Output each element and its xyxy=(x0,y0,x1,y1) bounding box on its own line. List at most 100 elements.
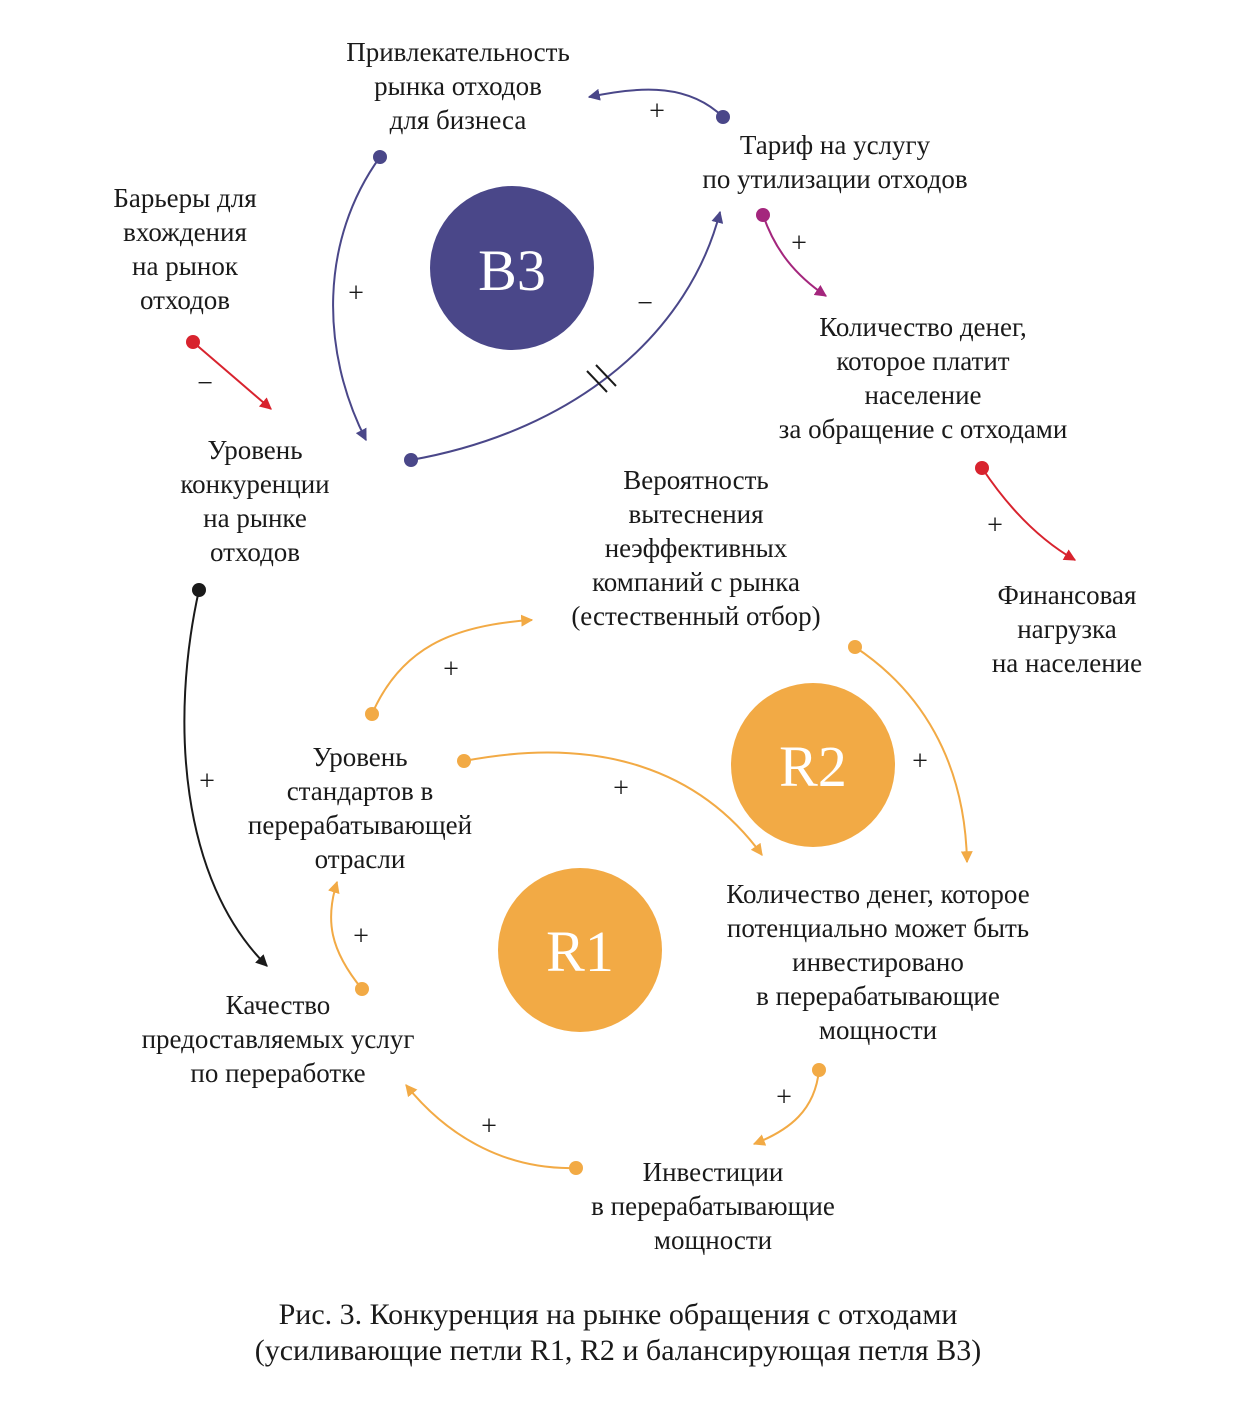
node-line: вытеснения xyxy=(628,499,764,529)
link-origin-dot xyxy=(569,1161,583,1175)
link-potential-to-investments xyxy=(752,1069,820,1146)
link-standards-to-displacement xyxy=(371,614,534,715)
node-line: перерабатывающей xyxy=(247,810,473,840)
link-tariff-to-attractiveness xyxy=(587,88,724,118)
node-line: Привлекательность xyxy=(346,37,570,67)
node-competition: Уровень конкуренции на рынке отходов xyxy=(140,433,370,569)
node-money-paid: Количество денег, которое платит населен… xyxy=(743,310,1103,446)
polarity-sign: + xyxy=(348,278,364,309)
node-line: Финансовая xyxy=(997,580,1137,610)
delay-mark xyxy=(586,370,608,393)
node-line: Барьеры для xyxy=(113,183,257,213)
link-tariff-to-money-paid xyxy=(762,214,827,297)
loop-r1-circle xyxy=(498,868,662,1032)
node-line: Вероятность xyxy=(623,465,769,495)
link-origin-dot xyxy=(756,208,770,222)
figure-caption: Рис. 3. Конкуренция на рынке обращения с… xyxy=(0,1297,1236,1369)
node-line: Уровень xyxy=(207,435,303,465)
delay-mark xyxy=(595,364,617,387)
loop-b3-circle xyxy=(430,186,594,350)
node-line: население xyxy=(864,380,982,410)
node-line: Количество денег, которое xyxy=(726,879,1030,909)
polarity-sign: + xyxy=(481,1111,497,1142)
node-line: неэффективных xyxy=(604,533,788,563)
node-line: потенциально может быть xyxy=(726,913,1030,943)
link-origin-dot xyxy=(812,1063,826,1077)
node-line: конкуренции xyxy=(180,469,330,499)
node-potential-money: Количество денег, которое потенциально м… xyxy=(683,877,1073,1047)
node-line: Уровень xyxy=(312,742,408,772)
link-competition-to-tariff xyxy=(410,210,724,461)
node-line: для бизнеса xyxy=(389,105,527,135)
node-line: предоставляемых услуг xyxy=(141,1024,415,1054)
link-money-paid-to-burden xyxy=(981,467,1077,561)
polarity-sign: + xyxy=(199,766,215,797)
node-barriers: Барьеры для вхождения на рынок отходов xyxy=(75,181,295,317)
node-quality: Качество предоставляемых услуг по перера… xyxy=(108,988,448,1090)
node-line: отходов xyxy=(139,285,231,315)
node-line: в перерабатывающие xyxy=(591,1191,835,1221)
node-line: Тариф на услугу xyxy=(739,130,931,160)
polarity-sign: + xyxy=(791,228,807,259)
node-financial-burden: Финансовая нагрузка на население xyxy=(962,578,1172,680)
link-displacement-to-potential xyxy=(854,646,973,864)
link-origin-dot xyxy=(365,707,379,721)
node-line: стандартов в xyxy=(286,776,434,806)
node-line: вхождения xyxy=(123,217,247,247)
loop-r2-label: R2 xyxy=(779,734,847,799)
polarity-sign: + xyxy=(987,510,1003,541)
node-line: отрасли xyxy=(314,844,406,874)
link-quality-to-standards xyxy=(328,880,363,990)
link-origin-dot xyxy=(975,461,989,475)
link-origin-dot xyxy=(848,640,862,654)
node-attractiveness: Привлекательность рынка отходов для бизн… xyxy=(308,35,608,137)
node-standards: Уровень стандартов в перерабатывающей от… xyxy=(215,740,505,876)
node-line: нагрузка xyxy=(1017,614,1117,644)
polarity-sign: + xyxy=(443,654,459,685)
node-line: (естественный отбор) xyxy=(571,601,821,631)
node-line: в перерабатывающие xyxy=(756,981,1000,1011)
node-line: Количество денег, xyxy=(819,312,1027,342)
link-origin-dot xyxy=(192,583,206,597)
node-displacement: Вероятность вытеснения неэффективных ком… xyxy=(536,463,856,633)
node-tariff: Тариф на услугу по утилизации отходов xyxy=(655,128,1015,196)
link-origin-dot xyxy=(457,754,471,768)
loop-b3-label: B3 xyxy=(478,238,546,303)
node-line: по утилизации отходов xyxy=(702,164,968,194)
node-line: на население xyxy=(991,648,1143,678)
node-line: мощности xyxy=(653,1225,773,1255)
link-origin-dot xyxy=(716,110,730,124)
link-barriers-to-competition xyxy=(192,341,272,410)
caption-line-2: (усиливающие петли R1, R2 и балансирующа… xyxy=(254,1334,982,1367)
link-origin-dot xyxy=(373,150,387,164)
node-line: отходов xyxy=(209,537,301,567)
polarity-sign: − xyxy=(637,288,653,319)
polarity-sign: − xyxy=(197,368,213,399)
polarity-sign: + xyxy=(613,773,629,804)
node-line: компаний с рынка xyxy=(592,567,800,597)
link-origin-dot xyxy=(355,982,369,996)
node-line: мощности xyxy=(818,1015,938,1045)
link-standards-to-potential xyxy=(463,751,763,856)
caption-line-1: Рис. 3. Конкуренция на рынке обращения с… xyxy=(278,1298,958,1331)
node-line: по переработке xyxy=(190,1058,366,1088)
node-line: рынка отходов xyxy=(374,71,542,101)
node-investments: Инвестиции в перерабатывающие мощности xyxy=(553,1155,873,1257)
loop-r2-circle xyxy=(731,683,895,847)
polarity-sign: + xyxy=(912,746,928,777)
node-line: инвестировано xyxy=(792,947,964,977)
loop-r1-label: R1 xyxy=(546,919,614,984)
link-attractiveness-to-competition xyxy=(332,156,381,442)
node-line: Качество xyxy=(225,990,331,1020)
node-line: которое платит xyxy=(836,346,1010,376)
link-origin-dot xyxy=(186,335,200,349)
node-line: Инвестиции xyxy=(642,1157,784,1187)
link-investments-to-quality xyxy=(405,1084,577,1170)
polarity-sign: + xyxy=(649,96,665,127)
node-line: на рынок xyxy=(132,251,238,281)
node-line: за обращение с отходами xyxy=(778,414,1068,444)
link-origin-dot xyxy=(404,453,418,467)
polarity-sign: + xyxy=(353,921,369,952)
link-competition-to-quality xyxy=(183,589,268,967)
